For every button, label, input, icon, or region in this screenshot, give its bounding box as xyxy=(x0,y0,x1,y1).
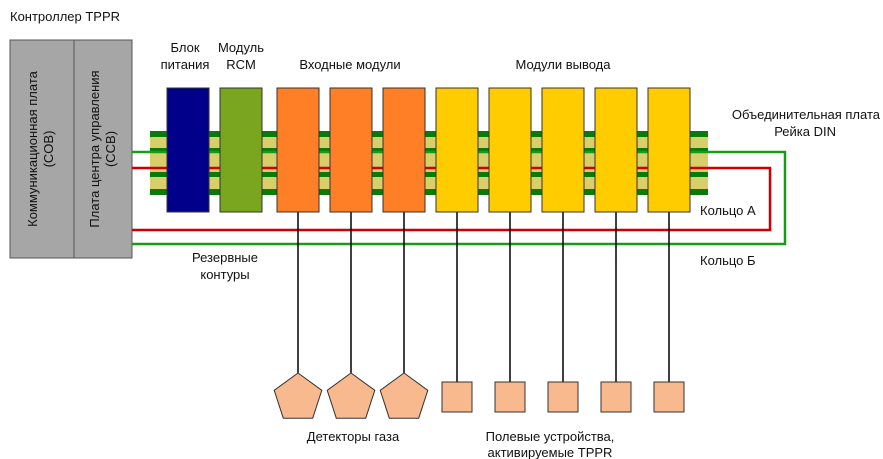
cob-label-line1: Коммуникационная плата xyxy=(25,70,40,227)
input-module xyxy=(382,87,426,213)
power-supply-label-line1: Блок xyxy=(170,40,199,55)
output-module xyxy=(647,87,691,213)
field-device xyxy=(547,381,579,413)
modules-and-devices xyxy=(273,87,691,419)
redundant-loops-label-line2: контуры xyxy=(200,267,249,282)
rcm-label-line1: Модуль xyxy=(218,40,264,55)
output-module xyxy=(435,87,479,213)
power-supply-label-line2: питания xyxy=(161,57,210,72)
gas-detector xyxy=(379,372,429,419)
gas-detectors-label: Детекторы газа xyxy=(307,429,400,444)
gas-detector xyxy=(326,372,376,419)
backplane-label-line1: Объединительная плата xyxy=(732,107,881,122)
output-module xyxy=(488,87,532,213)
ccb-label-line2: (CCB) xyxy=(103,131,118,167)
rcm-label-line2: RCM xyxy=(226,57,256,72)
field-device xyxy=(494,381,526,413)
controller-title: Контроллер TPPR xyxy=(10,9,120,24)
rcm-module xyxy=(219,87,263,213)
ring-b-label: Кольцо Б xyxy=(700,253,756,268)
input-modules-label: Входные модули xyxy=(299,57,400,72)
input-module xyxy=(329,87,373,213)
output-module xyxy=(594,87,638,213)
redundant-loops-label-line1: Резервные xyxy=(192,250,258,265)
field-devices-label-line2: активируемые TPPR xyxy=(488,445,613,459)
backplane-label-line2: Рейка DIN xyxy=(774,124,836,139)
controller-panel xyxy=(9,39,133,259)
gas-detector xyxy=(273,372,323,419)
field-device xyxy=(600,381,632,413)
power-supply-module xyxy=(166,87,210,213)
output-module xyxy=(541,87,585,213)
output-modules-label: Модули вывода xyxy=(516,57,612,72)
field-devices-label-line1: Полевые устройства, xyxy=(486,429,615,444)
input-module xyxy=(276,87,320,213)
cob-label-line2: (COB) xyxy=(41,131,56,168)
field-device xyxy=(441,381,473,413)
ccb-label-line1: Плата центра управления xyxy=(87,70,102,227)
field-device xyxy=(653,381,685,413)
ring-a-label: Кольцо А xyxy=(700,203,756,218)
